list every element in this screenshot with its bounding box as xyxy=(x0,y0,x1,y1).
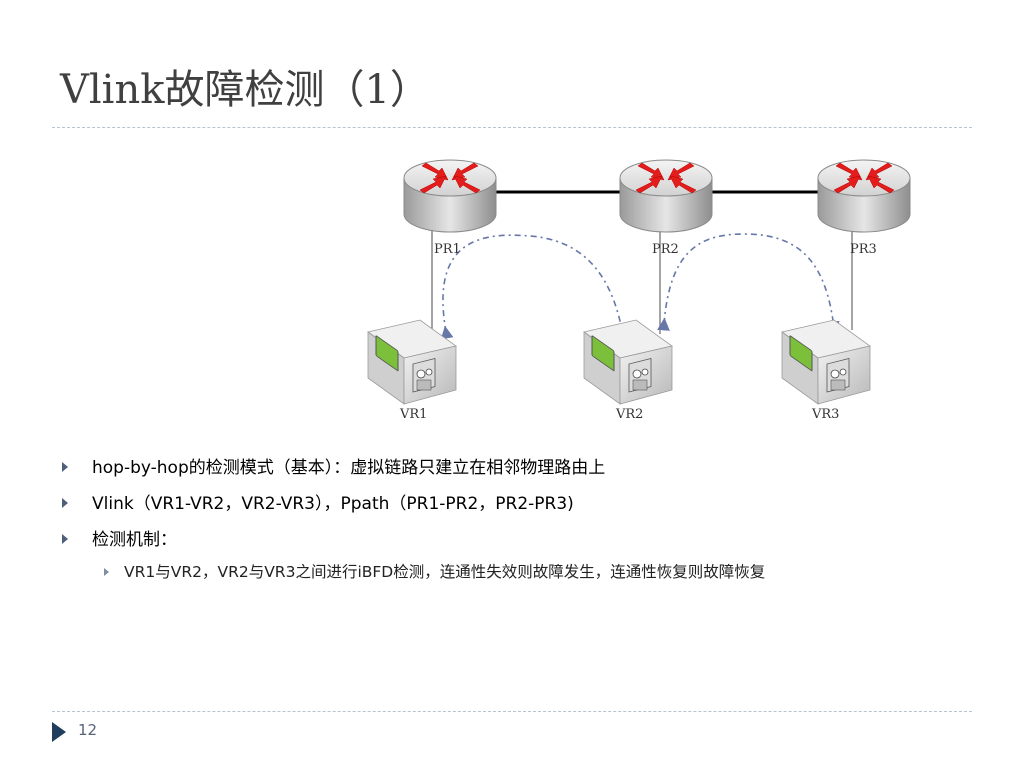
router-pr2 xyxy=(619,159,713,233)
device-vr2 xyxy=(583,319,673,405)
sub-bullet-marker xyxy=(104,568,109,576)
router-label-pr2: PR2 xyxy=(652,242,679,257)
footer-triangle-icon xyxy=(52,722,66,742)
bullet-marker xyxy=(62,498,68,508)
bullet-marker xyxy=(62,534,68,544)
bullet-item: 检测机制： xyxy=(92,530,177,550)
router-label-pr3: PR3 xyxy=(850,242,877,257)
page-number: 12 xyxy=(78,721,98,739)
device-vr3 xyxy=(781,319,871,405)
vlink-diagram: PR1 PR2 PR3 VR1 VR2 VR3 xyxy=(367,159,911,422)
device-label-vr2: VR2 xyxy=(615,407,643,422)
device-vr1 xyxy=(367,319,457,405)
device-label-vr1: VR1 xyxy=(399,407,427,422)
router-pr1 xyxy=(403,159,497,233)
detect-arc-vr1-vr2 xyxy=(440,234,628,340)
router-label-pr1: PR1 xyxy=(434,242,461,257)
router-pr3 xyxy=(817,159,911,233)
slide-title: Vlink故障检测（1） xyxy=(60,67,430,113)
bullet-item: Vlink（VR1-VR2，VR2-VR3），Ppath（PR1-PR2，PR2… xyxy=(92,494,574,514)
title-divider xyxy=(52,127,972,128)
footer-divider xyxy=(52,711,972,712)
bullet-item: hop-by-hop的检测模式（基本）：虚拟链路只建立在相邻物理路由上 xyxy=(92,458,606,478)
device-label-vr3: VR3 xyxy=(811,407,839,422)
bullet-marker xyxy=(62,462,68,472)
sub-bullet-item: VR1与VR2，VR2与VR3之间进行iBFD检测，连通性失效则故障发生，连通性… xyxy=(124,563,766,581)
detect-arc-vr2-vr3 xyxy=(657,233,840,335)
